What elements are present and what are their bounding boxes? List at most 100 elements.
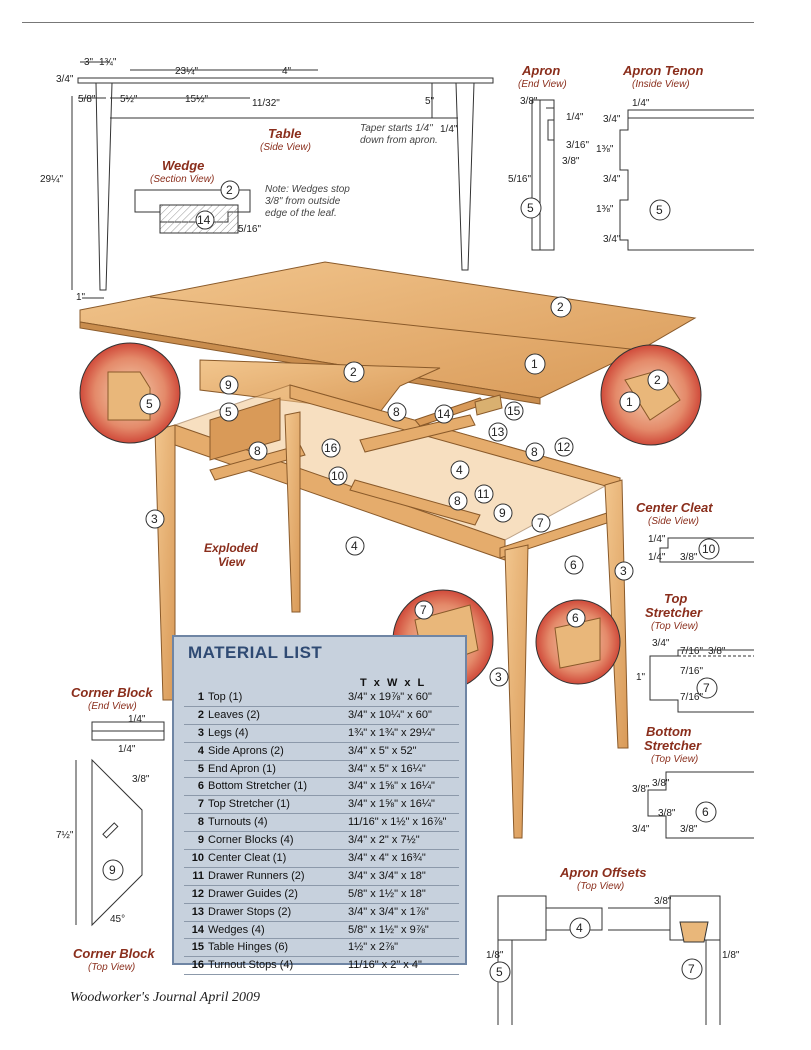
callout-16: 16 — [324, 441, 338, 455]
material-num: 3 — [197, 726, 204, 739]
dim-15-1-2: 15½" — [185, 94, 208, 105]
center-cleat-sub-label: (Side View) — [648, 516, 699, 527]
bottom-stretcher-sub-label: (Top View) — [651, 754, 698, 765]
dim-5-1-2: 5½" — [120, 94, 138, 105]
callout-7: 7 — [537, 516, 544, 530]
tenon-callout-5: 5 — [656, 203, 663, 217]
tenon-dim-e: 3/4" — [603, 234, 621, 245]
callout-5-detail: 5 — [146, 397, 153, 411]
dim-4: 4" — [282, 66, 292, 77]
callout-5: 5 — [225, 405, 232, 419]
material-num: 10 — [191, 852, 204, 865]
center-cleat-label: Center Cleat — [636, 500, 713, 515]
dim-1: 1" — [76, 292, 86, 303]
material-name: Drawer Runners (2) — [208, 869, 305, 882]
taper-note-1: Taper starts 1/4" — [360, 123, 433, 134]
center-cleat-drawing — [659, 537, 754, 563]
apron-dim-a: 3/8" — [520, 96, 538, 107]
cleat-dim-b: 1/4" — [648, 552, 666, 563]
material-size: 5/8" x 1½" x 9⅞" — [348, 923, 429, 936]
material-name: Table Hinges (6) — [208, 941, 289, 954]
dim-23-1-4: 23¼" — [175, 65, 198, 77]
wedge-note-2: 3/8" from outside — [265, 196, 341, 207]
material-size: 3/4" x 5" x 16¼" — [348, 762, 426, 775]
callout-14: 14 — [437, 407, 451, 421]
ts-dim-f: 7/16" — [680, 692, 703, 703]
material-size: 11/16" x 2" x 4" — [348, 959, 422, 972]
apron-label: Apron — [521, 63, 560, 78]
corner-block-top-drawing — [75, 758, 143, 927]
top-stretcher-callout-7: 7 — [703, 681, 710, 695]
wedge-section-drawing — [134, 180, 251, 234]
material-list-header: T x W x L — [360, 677, 427, 689]
footer-credit: Woodworker's Journal April 2009 — [70, 990, 261, 1005]
top-stretcher-label-2: Stretcher — [645, 605, 703, 620]
exploded-label-2: View — [218, 555, 246, 569]
top-rule — [22, 22, 754, 23]
material-name: Legs (4) — [208, 726, 249, 739]
material-size: 3/4" x 1⅝" x 16¼" — [348, 798, 435, 811]
material-name: Top Stretcher (1) — [208, 798, 290, 811]
wedge-callout-2: 2 — [226, 183, 233, 197]
corner-block-end-drawing — [91, 721, 165, 741]
callout-3-a: 3 — [151, 512, 158, 526]
cleat-callout-10: 10 — [702, 542, 716, 556]
wedge-sub-label: (Section View) — [150, 174, 214, 185]
ts-dim-a: 3/4" — [652, 638, 670, 649]
material-num: 14 — [191, 923, 204, 936]
callout-10: 10 — [331, 469, 345, 483]
cbt-dim-3-8: 3/8" — [132, 774, 150, 785]
material-row: 14 Wedges (4) 5/8" x 1½" x 9⅞" — [184, 922, 459, 940]
material-num: 8 — [197, 816, 204, 829]
tenon-dim-c: 3/4" — [603, 174, 621, 185]
offsets-callout-5: 5 — [496, 965, 503, 979]
cleat-dim-a: 1/4" — [648, 534, 666, 545]
callout-13: 13 — [491, 425, 505, 439]
material-num: 12 — [191, 887, 204, 900]
material-row: 7 Top Stretcher (1) 3/4" x 1⅝" x 16¼" — [184, 796, 459, 815]
wedge-label: Wedge — [162, 158, 204, 173]
material-name: Wedges (4) — [208, 923, 265, 936]
offsets-callout-4: 4 — [576, 921, 583, 935]
offsets-callout-7: 7 — [688, 962, 695, 976]
corner-block-end-sub-label: (End View) — [88, 701, 137, 712]
dim-11-32: 11/32" — [252, 98, 280, 109]
bottom-stretcher-callout-6: 6 — [702, 805, 709, 819]
wedge-note-1: Note: Wedges stop — [265, 184, 350, 195]
taper-note-2: down from apron. — [360, 135, 438, 146]
corner-block-end-label: Corner Block — [71, 685, 153, 700]
wedge-callout-14: 14 — [197, 213, 211, 227]
wedge-note-3: edge of the leaf. — [265, 208, 337, 219]
bs-dim-b: 3/8" — [652, 778, 670, 789]
material-num: 7 — [197, 798, 204, 811]
material-size: 3/4" x 2" x 7½" — [348, 834, 420, 847]
callout-8-d: 8 — [454, 494, 461, 508]
material-size: 3/4" x 1⅝" x 16¼" — [348, 780, 435, 793]
callout-9-b: 9 — [499, 506, 506, 520]
material-num: 6 — [197, 780, 204, 793]
callout-8-c: 8 — [254, 444, 261, 458]
apron-dim-b: 1/4" — [566, 112, 584, 123]
apron-dim-e: 5/16" — [508, 174, 531, 185]
callout-2-leaf: 2 — [350, 365, 357, 379]
apron-sub-label: (End View) — [518, 79, 567, 90]
apron-offsets-drawing — [489, 895, 721, 1025]
material-name: Turnouts (4) — [208, 816, 268, 829]
cbt-dim-7-1-2: 7½" — [56, 830, 74, 841]
callout-7-detail: 7 — [420, 603, 427, 617]
table-sub-label: (Side View) — [260, 142, 311, 153]
material-name: Leaves (2) — [208, 708, 260, 721]
tenon-dim-f: 1/4" — [632, 98, 650, 109]
cbt-callout-9: 9 — [109, 863, 116, 877]
dim-5: 5" — [425, 96, 435, 107]
